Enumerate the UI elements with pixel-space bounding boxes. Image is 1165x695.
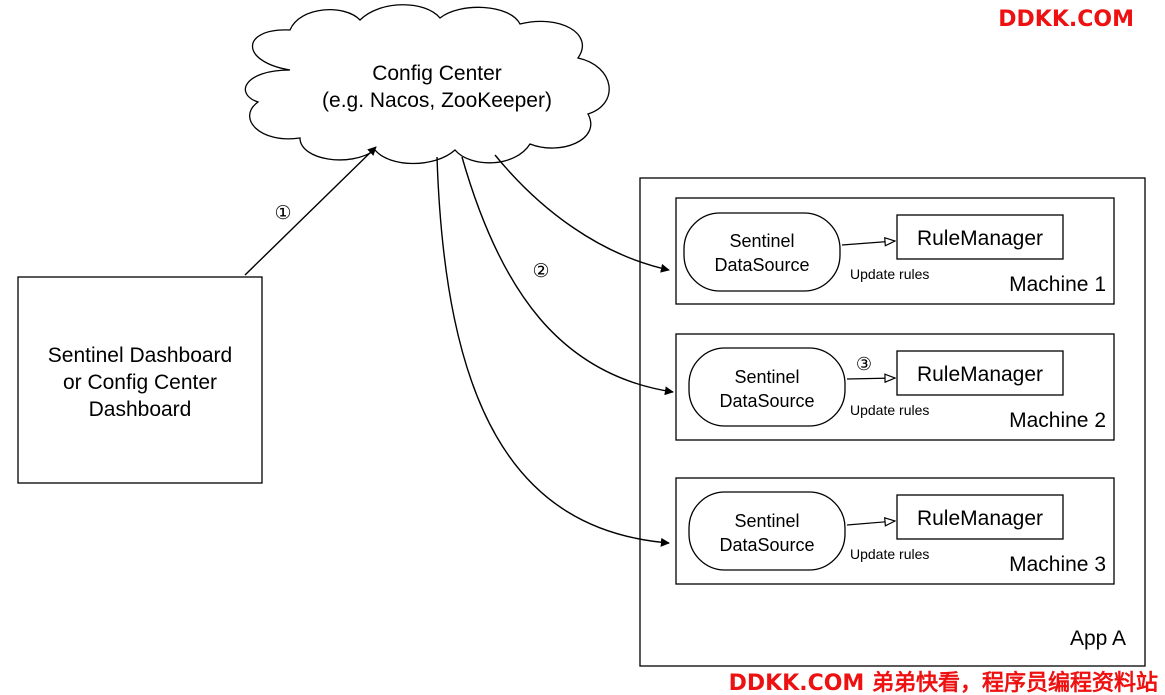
rule-manager-3 (896, 494, 1064, 540)
rule-manager-2 (896, 350, 1064, 396)
dashboard-label-line2: or Config Center (63, 371, 217, 394)
cloud-shape (244, 4, 610, 165)
datasource-3-line1: Sentinel (734, 511, 799, 531)
datasource-3-line2: DataSource (719, 535, 814, 555)
config-center-title: Config Center (372, 62, 502, 85)
rule-manager-1-label: RuleManager (917, 227, 1043, 250)
sync-arrow-machine-2 (461, 156, 674, 396)
step-three-label: ③ (856, 354, 872, 374)
update-rules-label-1: Update rules (850, 266, 929, 282)
dashboard-label-line1: Sentinel Dashboard (48, 344, 232, 367)
machine-1-label: Machine 1 (1009, 273, 1106, 296)
datasource-node-3 (688, 491, 846, 571)
update-arrow-1 (841, 241, 895, 245)
datasource-node-1 (683, 212, 841, 292)
datasource-1-line1: Sentinel (729, 231, 794, 251)
watermark-bottom: DDKK.COM 弟弟快看，程序员编程资料站 (729, 670, 1158, 695)
machine-1-box: Sentinel DataSource RuleManager Update r… (675, 197, 1115, 305)
datasource-1-line2: DataSource (714, 255, 809, 275)
machine-3-box: Sentinel DataSource RuleManager Update r… (675, 477, 1115, 585)
config-center-cloud: Config Center (e.g. Nacos, ZooKeeper) (244, 4, 610, 165)
datasource-2-line2: DataSource (719, 391, 814, 411)
step-two-label: ② (532, 261, 549, 282)
sync-arrow-machine-3 (436, 156, 670, 547)
machine-2-label: Machine 2 (1009, 409, 1106, 432)
dashboard-label-line3: Dashboard (89, 398, 192, 421)
rule-manager-1 (896, 214, 1064, 260)
update-arrow-2 (846, 378, 895, 379)
update-rules-label-2: Update rules (850, 402, 929, 418)
config-center-subtitle: (e.g. Nacos, ZooKeeper) (322, 89, 552, 112)
datasource-2-line1: Sentinel (734, 367, 799, 387)
machine-2-box: Sentinel DataSource RuleManager ③ Update… (675, 333, 1115, 441)
machine-3-label: Machine 3 (1009, 553, 1106, 576)
watermark-top: DDKK.COM (998, 7, 1134, 32)
sync-arrow-machine-1 (494, 154, 670, 273)
dashboard-box: Sentinel Dashboard or Config Center Dash… (17, 276, 263, 484)
rule-manager-2-label: RuleManager (917, 363, 1043, 386)
app-label: App A (1070, 627, 1126, 650)
push-arrow (244, 146, 377, 276)
rule-manager-3-label: RuleManager (917, 507, 1043, 530)
datasource-node-2 (688, 347, 846, 427)
update-arrow-3 (846, 521, 895, 525)
update-rules-label-3: Update rules (850, 546, 929, 562)
step-one-label: ① (274, 203, 291, 224)
